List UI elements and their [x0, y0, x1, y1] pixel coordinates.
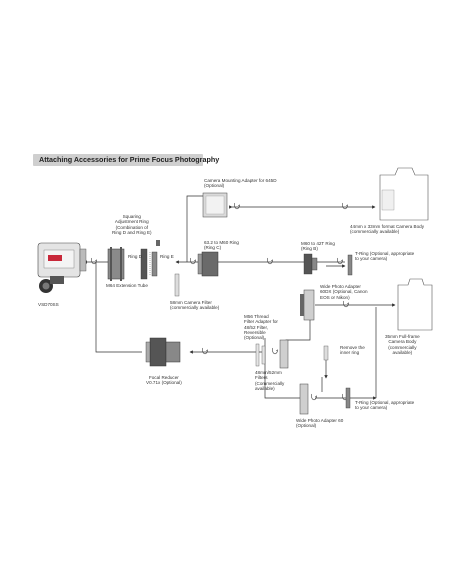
- inner-ring: [323, 345, 329, 361]
- label-ring-e: Ring E: [160, 254, 174, 259]
- camera-body-44x33: [379, 167, 429, 221]
- section-title-text: Attaching Accessories for Prime Focus Ph…: [39, 155, 220, 164]
- t-ring-2: [345, 387, 351, 409]
- m56-filter-adapter: [279, 339, 289, 369]
- wide-photo-adapter-60dx: [300, 289, 315, 321]
- label-m60-m42-ring: M60 to 42T Ring (Ring B): [301, 241, 335, 252]
- label-remove-inner-ring: Remove the inner ring: [340, 345, 365, 356]
- 645d-adapter: [202, 192, 228, 218]
- filters-48-52: [255, 343, 266, 367]
- camera-body-35mm: [397, 278, 433, 331]
- label-squaring-ring: Squaring Adjustment Ring (Combination of…: [112, 214, 152, 235]
- t-ring-1: [347, 254, 353, 276]
- 58mm-filter: [174, 273, 180, 297]
- ring-b: [303, 253, 318, 275]
- label-filter-58mm: 58mm Camera Filter (commercially availab…: [170, 300, 220, 311]
- label-m64-tube: M64 Extension Tube: [106, 283, 148, 288]
- label-focal-reducer: Focal Reducer V0.71x (Optional): [146, 375, 182, 386]
- label-wide-photo-adapter-60: Wide Photo Adapter 60 (Optional): [296, 418, 344, 429]
- label-ring-d: Ring D: [128, 254, 143, 259]
- label-vsd: VSD70SS: [38, 302, 59, 307]
- telescope-vsd: [37, 242, 87, 293]
- connector-lines: [83, 195, 396, 400]
- ring-c: [197, 251, 219, 277]
- label-m63-m60-ring: 63.2 to M60 Ring (Ring C): [204, 240, 239, 251]
- m64-extension-tube: [107, 247, 125, 281]
- wide-photo-adapter-60: [299, 383, 309, 415]
- label-wide-photo-adapter-60dx: Wide Photo Adapter 60DX (Optional, Canon…: [320, 284, 368, 300]
- label-camera-body-44x33: 44mm x 33mm format Camera Body (commerci…: [350, 224, 425, 235]
- label-t-ring-2: T-Ring (Optional, appropriate to your ca…: [355, 400, 415, 411]
- label-camera-adapter-645d: Camera Mounting Adapter for 645D (Option…: [204, 178, 277, 189]
- label-t-ring-1: T-Ring (Optional, appropriate to your ca…: [355, 251, 415, 262]
- label-camera-body-35mm: 35mm Full-frame Camera Body (commerciall…: [385, 334, 420, 355]
- label-filters-48-52: 48mm/52mm Filters (Commercially availabl…: [255, 370, 285, 391]
- label-m56-filter-adapter: M56 Thread Filter Adapter for 48/52 Filt…: [244, 314, 278, 341]
- focal-reducer: [145, 337, 181, 367]
- squaring-ring: [140, 240, 160, 280]
- section-title: Attaching Accessories for Prime Focus Ph…: [33, 154, 219, 166]
